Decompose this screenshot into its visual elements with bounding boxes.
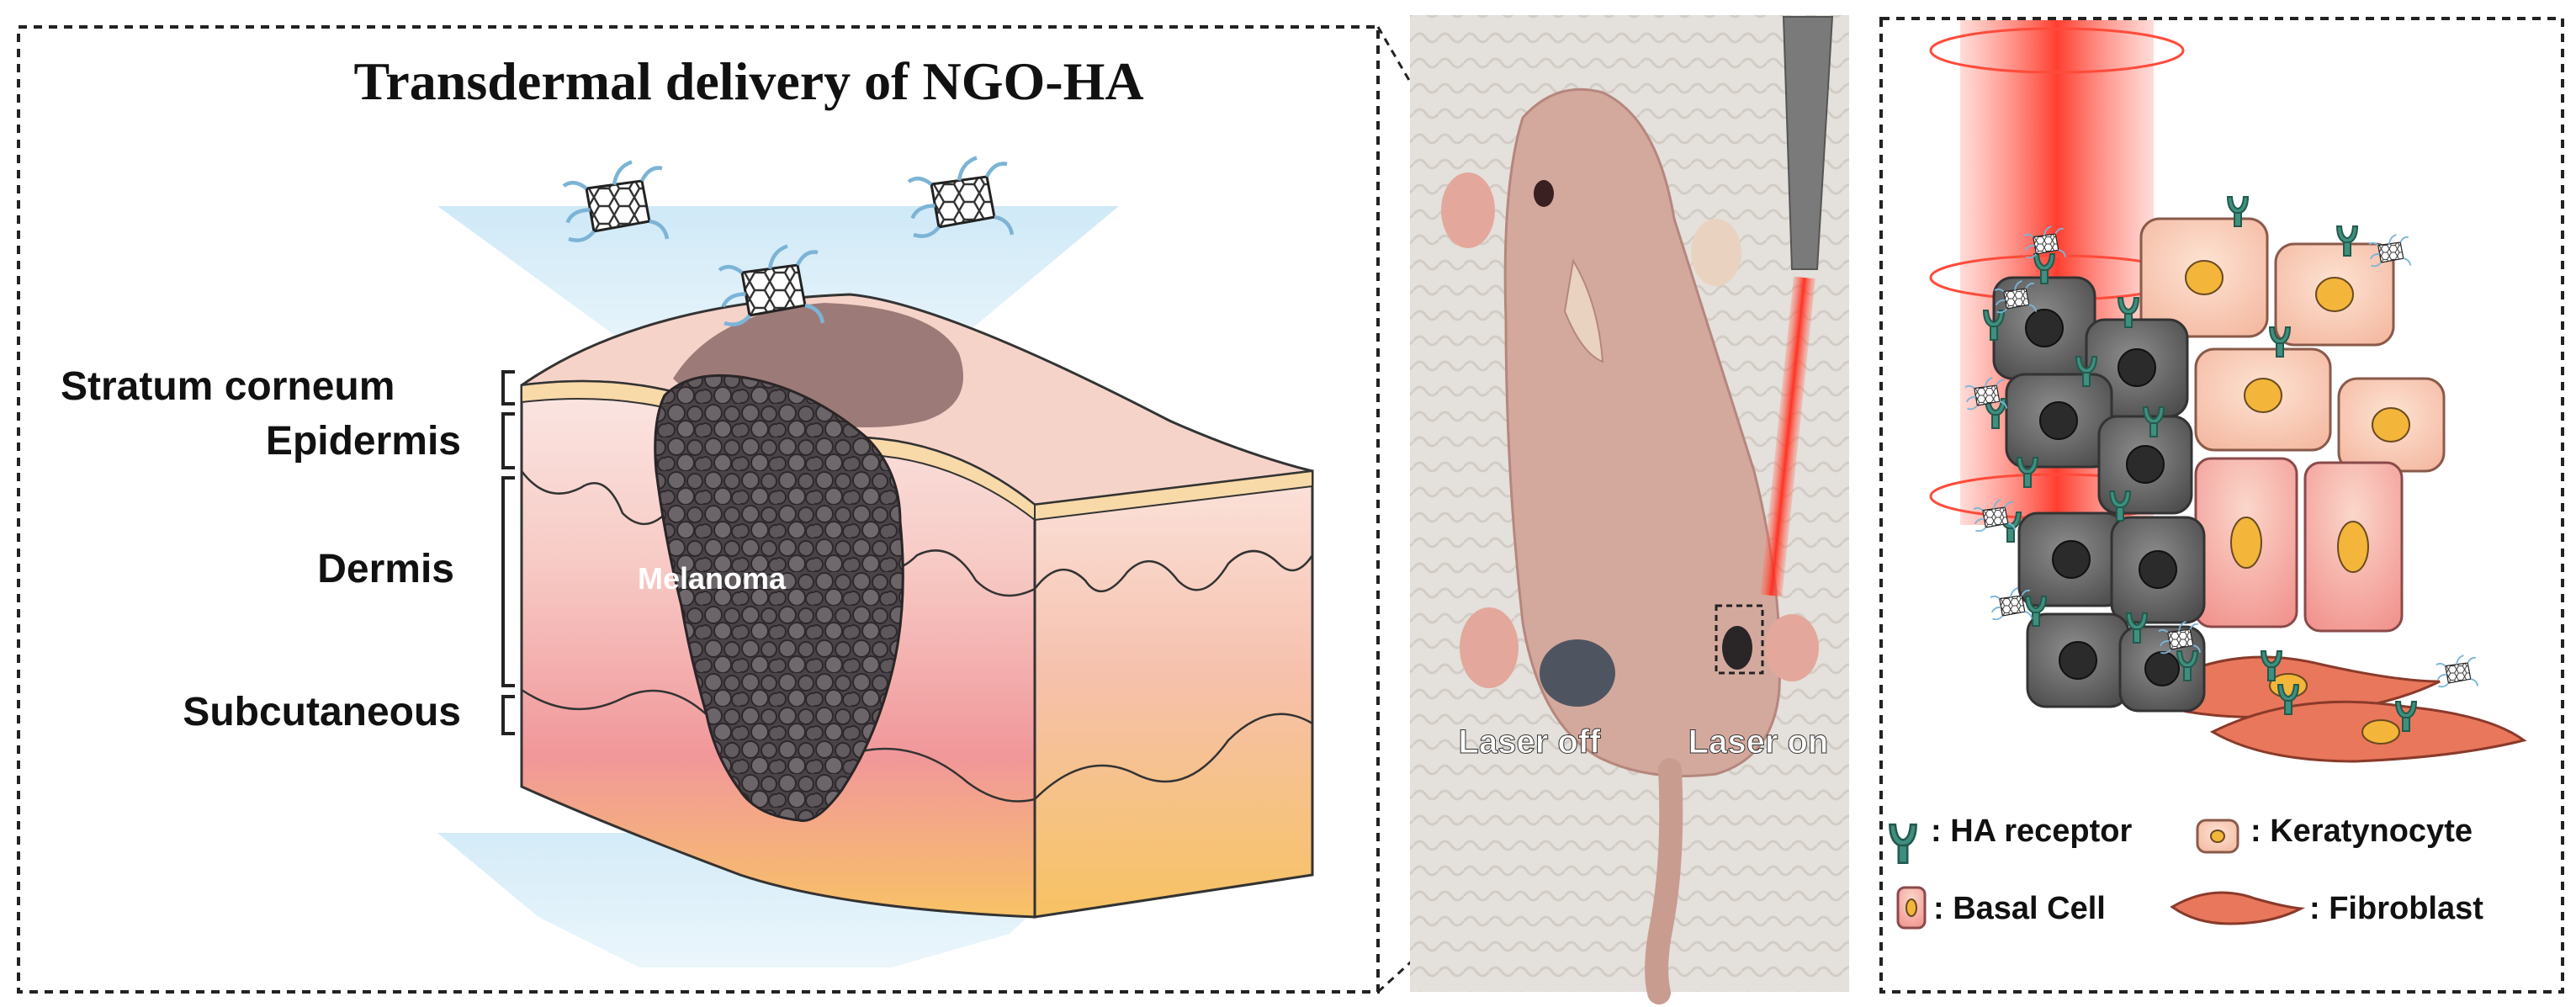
tumor-zoom-box [1715, 604, 1764, 675]
tumor-laser-on [1722, 626, 1752, 670]
bracket-stratum-corneum [501, 370, 515, 405]
photo-label-laser-on: Laser on [1688, 723, 1829, 761]
laser-fiber [1782, 16, 1834, 270]
dermis-boundary-side [1034, 549, 1314, 593]
mouse-paw-left-bottom [1460, 607, 1519, 688]
legend: : HA receptor : Keratynocyte : Basal Cel… [1889, 814, 2483, 930]
laser-beam [1760, 276, 1815, 597]
tumor-laser-off [1540, 639, 1615, 707]
melanoma-tumor [654, 374, 904, 823]
basal-cells [2194, 457, 2404, 633]
label-stratum-corneum: Stratum corneum [61, 364, 395, 409]
bracket-subcutaneous [501, 695, 515, 735]
mouse-photo [1410, 15, 1849, 1004]
photo-label-laser-off: Laser off [1459, 723, 1602, 761]
bracket-epidermis [501, 412, 515, 469]
legend-basal-nucleus [1905, 898, 1917, 917]
label-dermis: Dermis [317, 547, 454, 591]
mouse-eye [1534, 180, 1554, 207]
figure-title: Transdermal delivery of NGO-HA [353, 51, 1143, 111]
mouse-paw-right-bottom [1765, 614, 1819, 681]
melanoma-label: Melanoma [638, 561, 787, 596]
laser-spiral-1 [1929, 27, 2185, 74]
mouse-paw-left-top [1441, 172, 1495, 248]
mouse-paw-right-top [1691, 219, 1741, 286]
keratinocytes [2139, 217, 2446, 473]
mouse-tail [1645, 758, 1683, 1004]
legend-ha-receptor: : HA receptor [1931, 814, 2133, 849]
legend-basal-cell: : Basal Cell [1933, 891, 2106, 926]
mouse-ear [1563, 258, 1604, 363]
fibroblasts [2133, 655, 2527, 763]
legend-keratynocyte-nucleus [2210, 829, 2225, 843]
subcutaneous-boundary-side [1034, 713, 1313, 800]
legend-fibroblast-icon [2170, 891, 2306, 925]
legend-keratynocyte: : Keratynocyte [2250, 814, 2473, 849]
legend-fibroblast: : Fibroblast [2309, 891, 2483, 926]
label-epidermis: Epidermis [266, 419, 461, 464]
skin-side-face [1033, 469, 1314, 919]
label-subcutaneous: Subcutaneous [183, 690, 461, 734]
bracket-dermis [501, 476, 515, 687]
stratum-corneum-side [1034, 469, 1313, 522]
